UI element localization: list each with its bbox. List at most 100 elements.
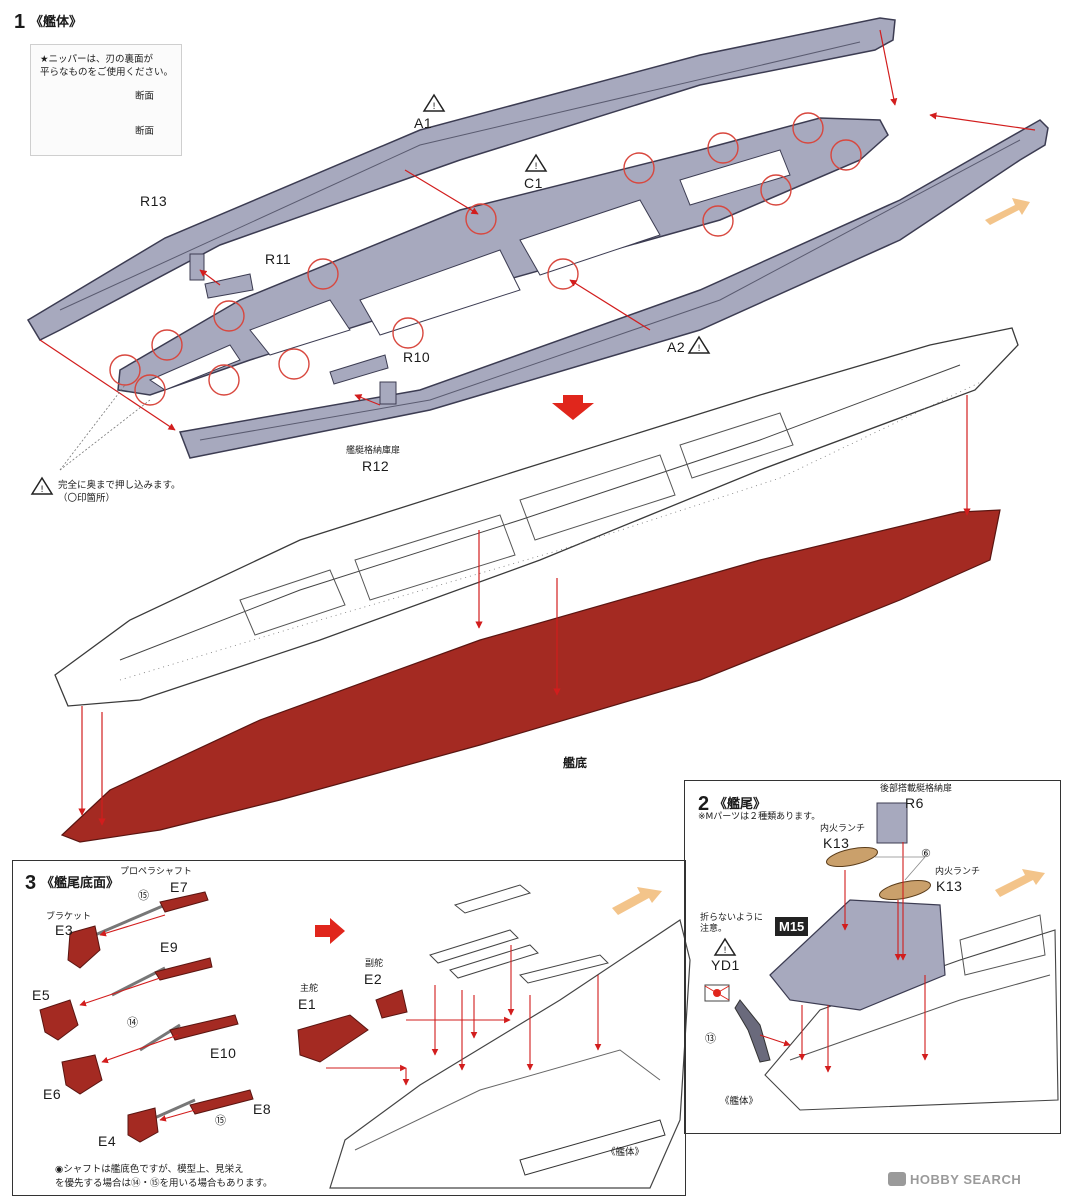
part-label-e10: E10 (210, 1045, 237, 1061)
part-label-a2: A2 (667, 339, 686, 355)
arrows-step3-left (79, 914, 196, 1122)
part-r12 (379, 381, 397, 405)
step2-hull-drawing (764, 914, 1059, 1111)
yd1-caption-line1: 折らないように (700, 913, 763, 923)
arrows-step3-right (326, 945, 602, 1086)
step3-number: 3 (25, 872, 37, 894)
part-label-c1: C1 (524, 175, 543, 191)
part-label-yd1: YD1 (711, 957, 740, 973)
assembly-arrows-step1 (39, 29, 1036, 431)
part-label-a1: A1 (414, 115, 433, 131)
part-label-e4: E4 (98, 1133, 117, 1149)
hull-side-a1 (26, 17, 896, 341)
part-caption-k13b: 内火ランチ (935, 867, 981, 877)
part-label-k13b: K13 (936, 878, 963, 894)
nipper-note-box (30, 44, 182, 156)
bow-direction-arrow-2 (995, 869, 1045, 897)
hull-side-a2 (178, 119, 1049, 459)
part-r10 (329, 354, 389, 385)
step2-hull-label: 《艦体》 (720, 1096, 759, 1107)
push-note-line2: （〇印箇所） (58, 493, 116, 504)
part-label-e8: E8 (253, 1101, 272, 1117)
rising-sun-flag (704, 984, 730, 1002)
part-caption-r12: 艦艇格納庫扉 (346, 446, 401, 456)
caution-icon-yd1 (713, 937, 737, 956)
nipper-note-line1: ★ニッパーは、刃の裏面が (40, 54, 154, 65)
part-r6-door (876, 802, 908, 844)
deck-frame-c1 (117, 117, 889, 396)
caution-icon-c1 (524, 153, 548, 172)
hobby-search-watermark: HOBBY SEARCH (910, 1172, 1022, 1187)
bracket-caption: ブラケット (46, 912, 92, 922)
circle14: ⑭ (127, 1016, 138, 1029)
step3-title: 《艦尾底面》 (41, 876, 120, 891)
circle15-top: ⑮ (138, 889, 149, 902)
assembly-arrows-hull-bottom (78, 395, 971, 826)
hull-bottom (60, 509, 1001, 843)
part-label-e6: E6 (43, 1086, 62, 1102)
hobby-search-logo (888, 1172, 906, 1186)
part-label-m15: M15 (775, 917, 809, 936)
push-note-line1: 完全に奥まで押し込みます。 (58, 480, 181, 491)
part-label-r13: R13 (140, 193, 168, 209)
push-note-leaders (59, 384, 151, 471)
part-caption-r6: 後部搭載艇格納扉 (880, 784, 953, 794)
part-label-e5: E5 (32, 987, 51, 1003)
part-label-e9: E9 (160, 939, 179, 955)
shaft-caption: プロペラシャフト (120, 867, 192, 877)
rudder-main-caption: 主舵 (300, 984, 319, 994)
part-m15 (769, 899, 946, 1011)
step2-title: 《艦尾》 (714, 797, 767, 812)
step1-title: 《艦体》 (30, 15, 83, 30)
down-arrow-1 (552, 395, 594, 420)
caution-icon-a2 (687, 335, 711, 354)
circle6-mark: ⑥ (921, 847, 931, 860)
part-label-r12: R12 (362, 458, 390, 474)
part-label-k13a: K13 (823, 835, 850, 851)
svg-text:!: ! (432, 102, 436, 112)
step3-hull-label: 《艦体》 (606, 1147, 645, 1158)
step2-note: ※Mパーツは２種類あります。 (698, 812, 821, 822)
svg-text:!: ! (697, 344, 701, 354)
svg-text:!: ! (534, 162, 538, 172)
part-yd1 (734, 999, 771, 1063)
bow-direction-arrow-3 (612, 887, 662, 915)
nipper-note-line2: 平らなものをご使用ください。 (40, 67, 174, 78)
circle15-bottom: ⑮ (215, 1114, 226, 1127)
svg-text:!: ! (40, 485, 44, 495)
press-point-circles (109, 112, 862, 406)
yd1-caption-line2: 注意。 (700, 924, 728, 934)
part-r11 (204, 273, 254, 299)
stern-hull-drawing (329, 919, 691, 1189)
launch-k13a (826, 846, 878, 868)
hull-bottom-label: 艦底 (563, 756, 588, 770)
shaft-note-line1: ◉シャフトは艦底色ですが、模型上、見栄え (55, 1164, 244, 1175)
caution-icon-push (30, 476, 54, 495)
part-label-e1: E1 (298, 996, 317, 1012)
part-caption-k13a: 内火ランチ (820, 824, 866, 834)
part-label-r10: R10 (403, 349, 431, 365)
bow-direction-arrow-1 (985, 198, 1030, 225)
shaft-note-line2: を優先する場合は⑭・⑮を用いる場合もあります。 (55, 1178, 273, 1189)
part-label-r6: R6 (905, 795, 924, 811)
step3-panel (12, 860, 686, 1196)
part-label-r11: R11 (265, 251, 292, 267)
circle13-mark: ⑬ (705, 1032, 716, 1045)
red-brackets (39, 891, 408, 1143)
part-label-e3: E3 (55, 922, 74, 938)
part-label-e2: E2 (364, 971, 383, 987)
caution-icon-a1 (422, 93, 446, 112)
part-r13 (189, 253, 205, 281)
step2-number: 2 (698, 793, 710, 815)
step1-number: 1 (14, 11, 26, 33)
white-shaft-brackets (429, 884, 609, 984)
part-label-e7: E7 (170, 879, 189, 895)
arrows-step2 (759, 842, 929, 1073)
assembled-upper-hull (54, 327, 1019, 707)
rudder-sub-caption: 副舵 (365, 959, 384, 969)
step2-panel (684, 780, 1061, 1134)
svg-text:!: ! (723, 946, 727, 956)
right-arrow-3 (315, 918, 345, 944)
circle6-leader (875, 856, 926, 881)
